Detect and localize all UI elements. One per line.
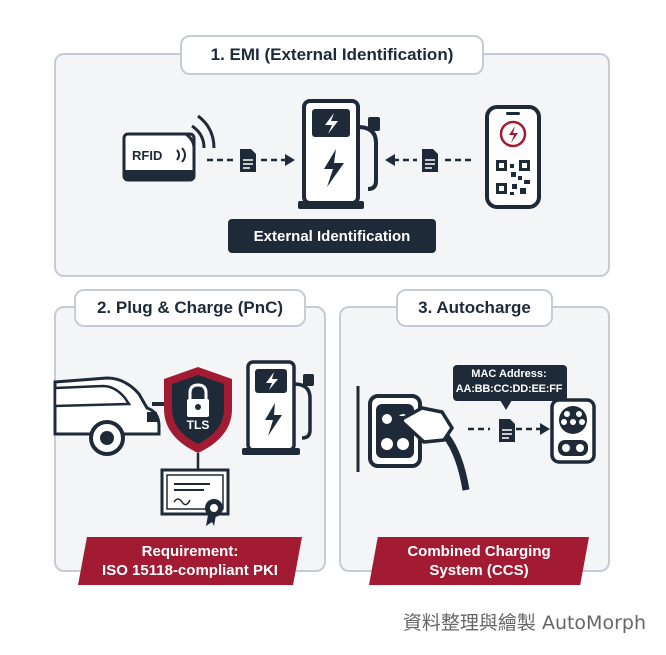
requirement-line-2: ISO 15118-compliant PKI <box>102 562 278 579</box>
document-icon <box>422 149 438 172</box>
tls-label: TLS <box>186 418 210 432</box>
emi-caption: External Identification <box>228 219 436 253</box>
emi-panel-title: 1. EMI (External Identification) <box>180 35 484 75</box>
requirement-line-1: Requirement: <box>141 543 239 560</box>
charger-icon <box>298 99 380 209</box>
contactless-icon <box>176 147 186 163</box>
mac-label: MAC Address: <box>471 368 547 380</box>
mac-callout-bubble <box>453 365 567 410</box>
ccs-banner: Combined Charging System (CCS) <box>369 537 589 585</box>
rfid-label: RFID <box>132 148 163 163</box>
arrow-to-socket <box>468 423 550 435</box>
shield-lock-icon <box>164 367 232 453</box>
document-icon <box>499 419 515 442</box>
autocharge-panel-title: 3. Autocharge <box>396 289 553 327</box>
car-icon <box>53 376 161 456</box>
document-icon <box>240 149 256 172</box>
phone-qr-icon <box>485 105 541 209</box>
charger-icon <box>242 360 314 455</box>
charging-plug-icon <box>394 406 470 491</box>
arrow-to-charger-right <box>385 154 473 166</box>
pnc-panel-title: 2. Plug & Charge (PnC) <box>74 289 306 327</box>
ccs-line-2: System (CCS) <box>429 562 529 579</box>
mac-value: AA:BB:CC:DD:EE:FF <box>455 383 563 395</box>
ccs-line-1: Combined Charging <box>407 543 551 560</box>
pnc-requirement-banner: Requirement: ISO 15118-compliant PKI <box>78 537 302 585</box>
credit-text: 資料整理與繪製 AutoMorph <box>402 612 646 634</box>
ccs-socket-icon <box>550 398 596 464</box>
certificate-icon <box>160 468 230 526</box>
rfid-card-icon <box>122 114 216 182</box>
arrow-to-charger-left <box>207 154 295 166</box>
